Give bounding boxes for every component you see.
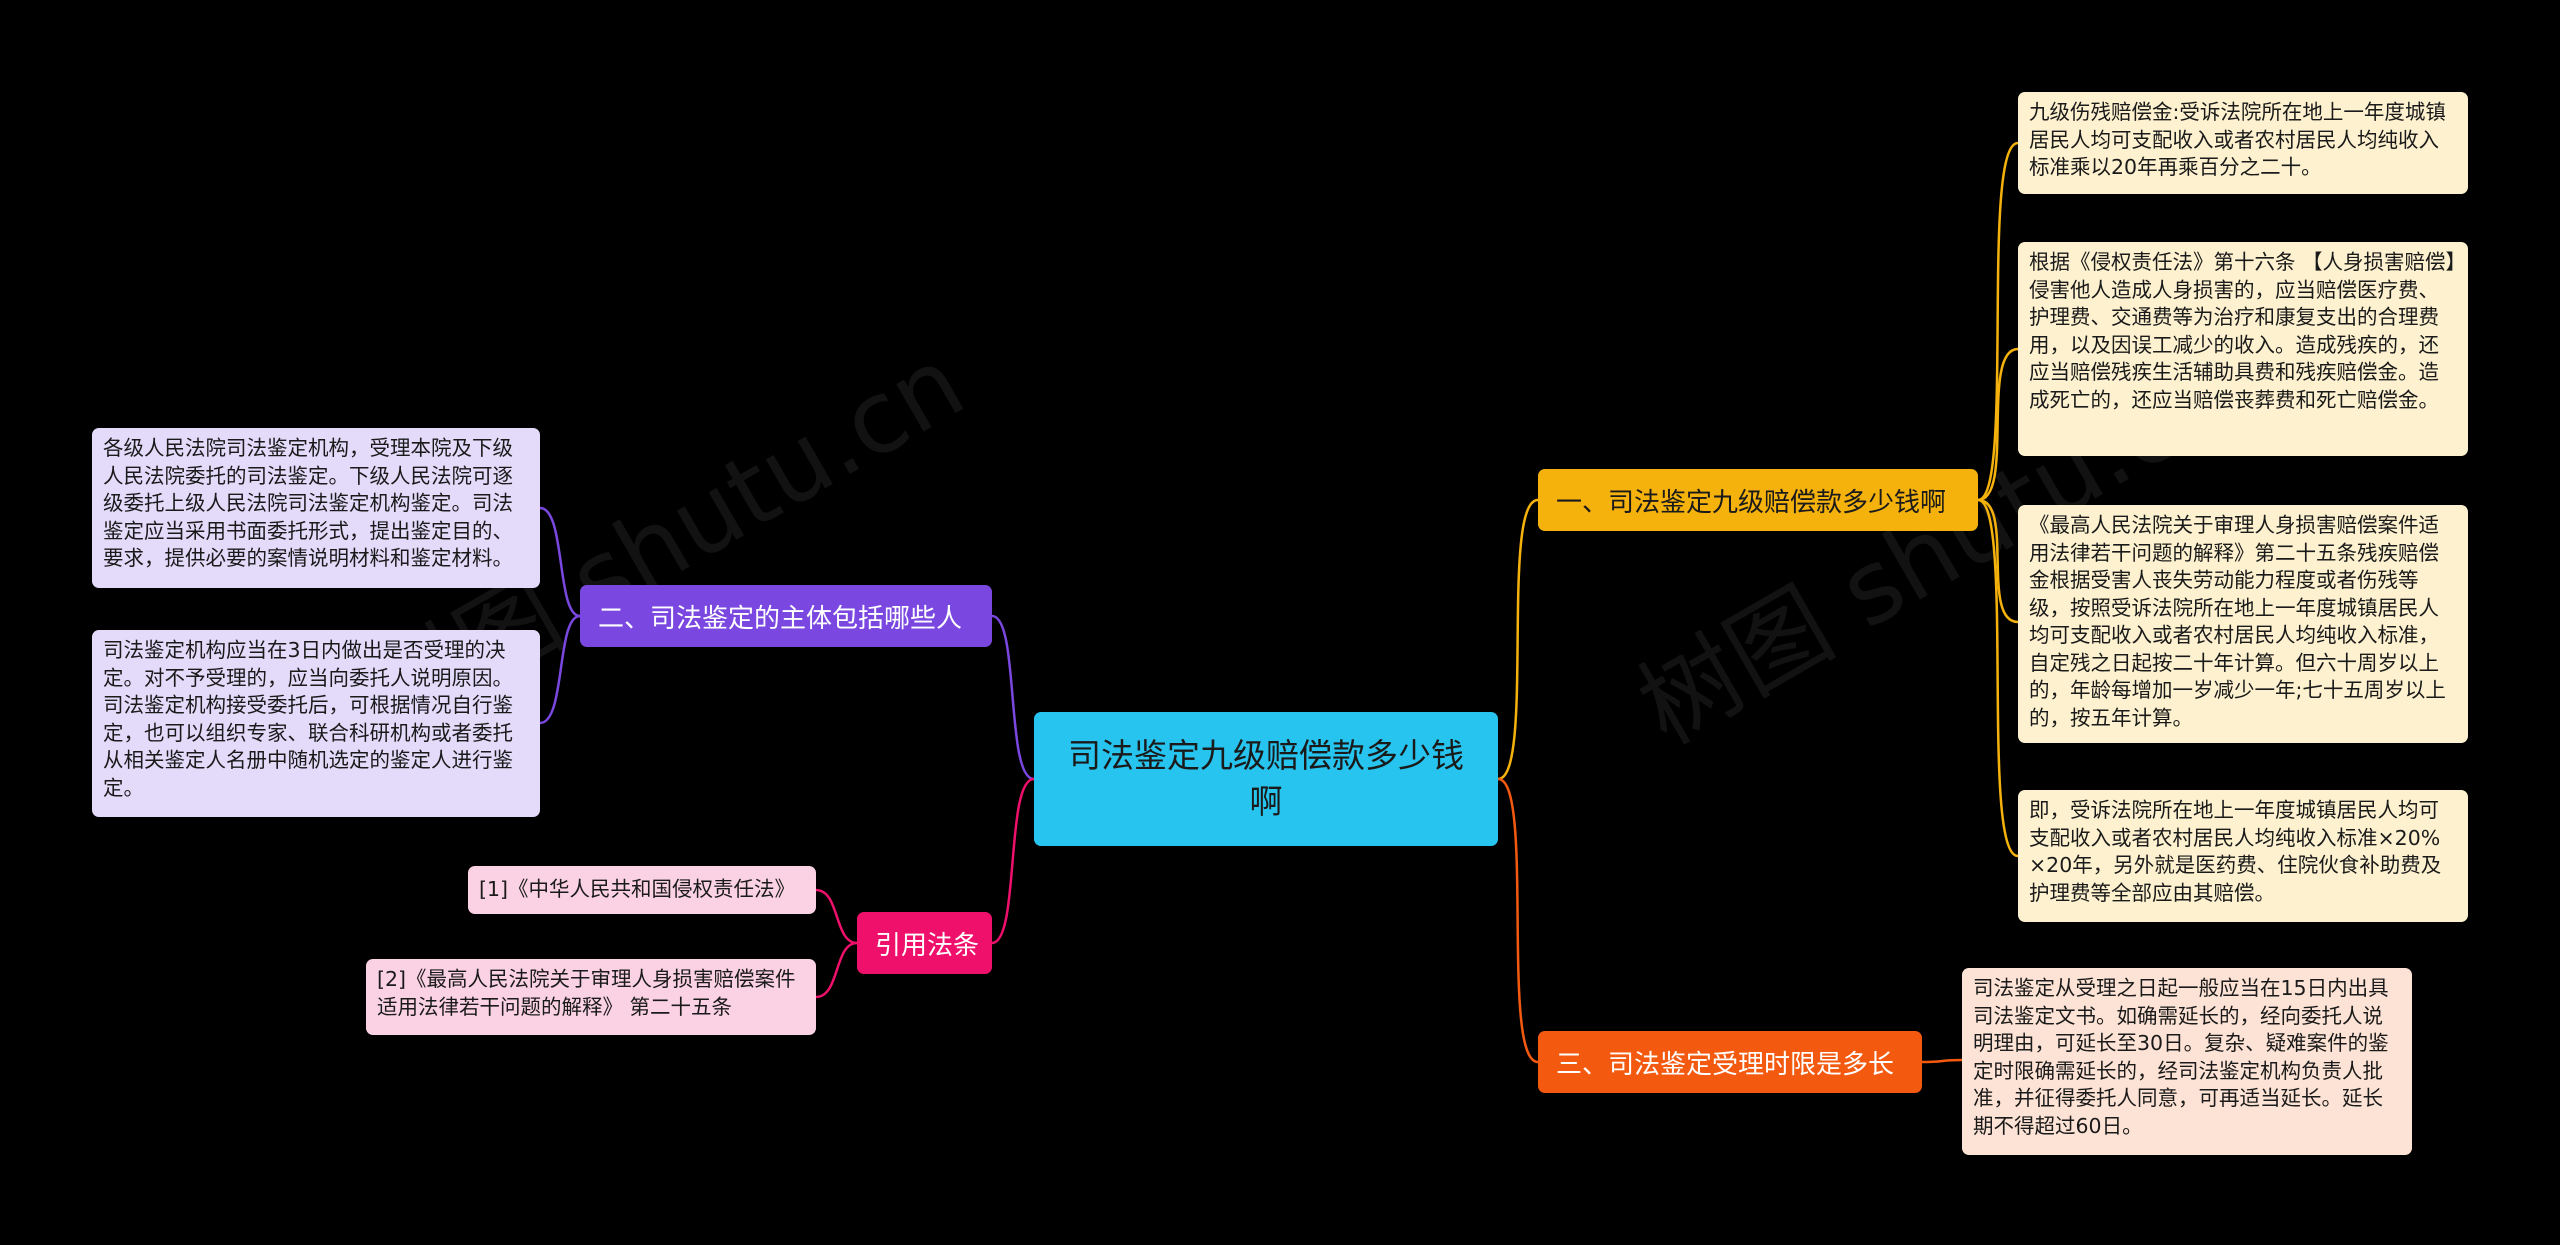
branch-label: 一、司法鉴定九级赔偿款多少钱啊 [1556,487,1947,518]
leaf-text: 九级伤残赔偿金:受诉法院所在地上一年度城镇居民人均可支配收入或者农村居民人均纯收… [2029,100,2446,179]
branch-compensation-amount[interactable]: 一、司法鉴定九级赔偿款多少钱啊 [1538,469,1978,531]
leaf-judicial-interpretation-article-25[interactable]: 《最高人民法院关于审理人身损害赔偿案件适用法律若干问题的解释》第二十五条残疾赔偿… [2018,505,2468,743]
leaf-text: 根据《侵权责任法》第十六条 【人身损害赔偿】侵害他人造成人身损害的，应当赔偿医疗… [2029,250,2456,412]
link-b1-leaf3 [1977,498,2019,624]
branch-label: 三、司法鉴定受理时限是多长 [1556,1049,1895,1080]
branch-cited-laws[interactable]: 引用法条 [857,912,992,974]
link-b2-leaf1 [539,506,581,618]
leaf-tort-law-article-16[interactable]: 根据《侵权责任法》第十六条 【人身损害赔偿】侵害他人造成人身损害的，应当赔偿医疗… [2018,242,2468,456]
root-topic[interactable]: 司法鉴定九级赔偿款多少钱啊 [1034,712,1498,846]
leaf-text: [1]《中华人民共和国侵权责任法》 [479,877,796,902]
leaf-text: 司法鉴定从受理之日起一般应当在15日内出具司法鉴定文书。如确需延长的，经向委托人… [1973,976,2389,1138]
leaf-text: 即，受诉法院所在地上一年度城镇居民人均可支配收入或者农村居民人均纯收入标准×20… [2029,798,2442,905]
branch-appraisal-subjects[interactable]: 二、司法鉴定的主体包括哪些人 [580,585,992,647]
link-b2-leaf2 [539,614,581,725]
branch-label: 二、司法鉴定的主体包括哪些人 [598,603,963,634]
link-root-b4 [991,777,1035,945]
link-root-b2 [991,614,1035,781]
link-b1-leaf2 [1977,347,2019,502]
leaf-text: [2]《最高人民法院关于审理人身损害赔偿案件适用法律若干问题的解释》 第二十五条 [377,967,796,1019]
leaf-acceptance-decision[interactable]: 司法鉴定机构应当在3日内做出是否受理的决定。对不予受理的，应当向委托人说明原因。… [92,630,540,817]
leaf-court-appraisal-institutions[interactable]: 各级人民法院司法鉴定机构，受理本院及下级人民法院委托的司法鉴定。下级人民法院可逐… [92,428,540,588]
leaf-time-limit-detail[interactable]: 司法鉴定从受理之日起一般应当在15日内出具司法鉴定文书。如确需延长的，经向委托人… [1962,968,2412,1155]
link-b4-leaf2 [815,941,858,999]
leaf-citation-judicial-interpretation[interactable]: [2]《最高人民法院关于审理人身损害赔偿案件适用法律若干问题的解释》 第二十五条 [366,959,816,1035]
branch-time-limit[interactable]: 三、司法鉴定受理时限是多长 [1538,1031,1922,1093]
link-b1-leaf1 [1977,141,2019,502]
leaf-calculation-formula[interactable]: 即，受诉法院所在地上一年度城镇居民人均可支配收入或者农村居民人均纯收入标准×20… [2018,790,2468,922]
link-b1-leaf4 [1977,498,2019,858]
leaf-disability-compensation[interactable]: 九级伤残赔偿金:受诉法院所在地上一年度城镇居民人均可支配收入或者农村居民人均纯收… [2018,92,2468,194]
leaf-text: 司法鉴定机构应当在3日内做出是否受理的决定。对不予受理的，应当向委托人说明原因。… [103,638,513,800]
leaf-text: 各级人民法院司法鉴定机构，受理本院及下级人民法院委托的司法鉴定。下级人民法院可逐… [103,436,513,570]
leaf-text: 《最高人民法院关于审理人身损害赔偿案件适用法律若干问题的解释》第二十五条残疾赔偿… [2029,513,2446,730]
link-root-b3 [1497,777,1539,1064]
leaf-citation-tort-law[interactable]: [1]《中华人民共和国侵权责任法》 [468,866,816,914]
link-b3-leaf1 [1921,1058,1963,1064]
branch-label: 引用法条 [875,930,980,961]
link-b4-leaf1 [815,888,858,945]
root-topic-label: 司法鉴定九级赔偿款多少钱啊 [1068,736,1464,821]
link-root-b1 [1497,498,1539,781]
